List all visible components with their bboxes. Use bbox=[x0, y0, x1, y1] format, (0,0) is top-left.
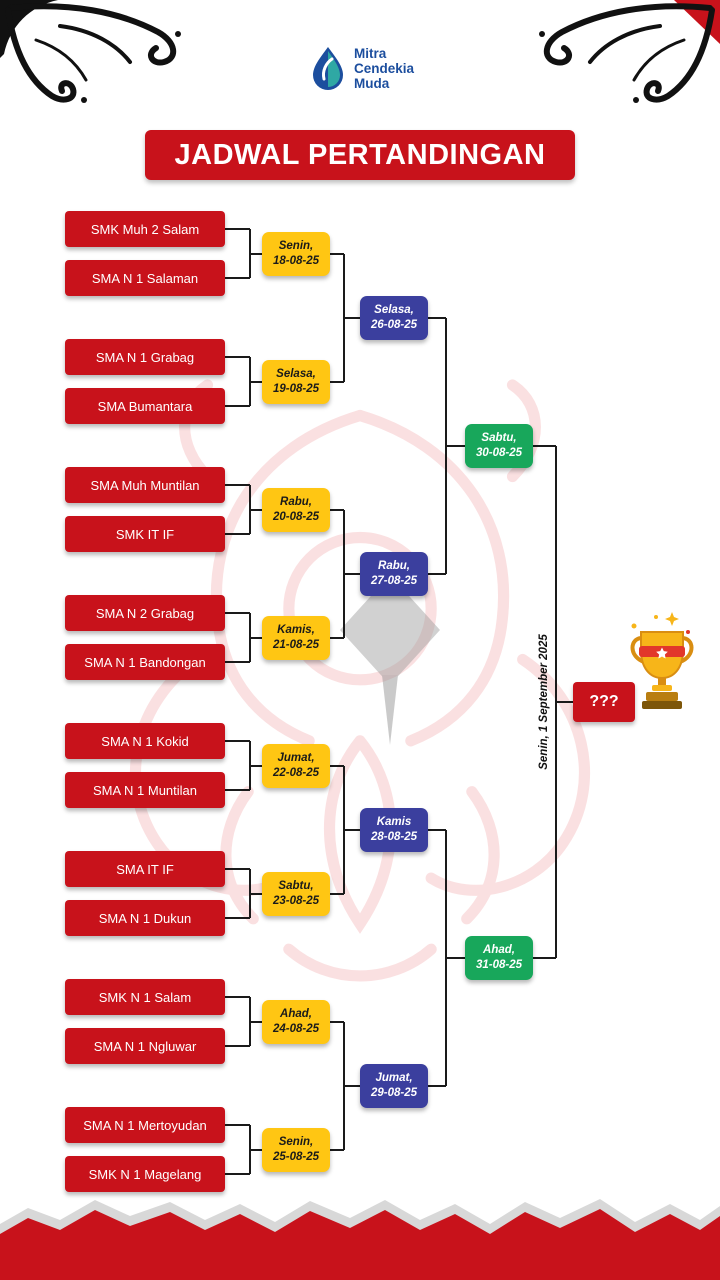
team-box: SMA Bumantara bbox=[65, 388, 225, 424]
gray-emblem-watermark bbox=[340, 575, 440, 745]
match-day: Rabu, bbox=[280, 496, 312, 508]
logo-line-3: Muda bbox=[354, 75, 390, 91]
trophy-icon bbox=[630, 612, 694, 709]
match-day: Kamis, bbox=[277, 624, 315, 636]
team-box: SMA N 1 Bandongan bbox=[65, 644, 225, 680]
team-box: SMK IT IF bbox=[65, 516, 225, 552]
team-box: SMA N 1 Dukun bbox=[65, 900, 225, 936]
semifinal-date-box: Ahad, 31-08-25 bbox=[465, 936, 533, 980]
round2-date-box: Kamis 28-08-25 bbox=[360, 808, 428, 852]
match-day: Jumat, bbox=[375, 1072, 413, 1084]
match-date: 29-08-25 bbox=[370, 1087, 418, 1099]
final-winner-box: ??? bbox=[573, 682, 635, 722]
title-banner: JADWAL PERTANDINGAN bbox=[145, 130, 575, 180]
logo-line-1: Mitra bbox=[354, 45, 387, 61]
semifinal-date-box: Sabtu, 30-08-25 bbox=[465, 424, 533, 468]
team-box: SMA N 1 Salaman bbox=[65, 260, 225, 296]
round2-date-box: Selasa, 26-08-25 bbox=[360, 296, 428, 340]
match-day: Selasa, bbox=[276, 368, 316, 380]
match-day: Ahad, bbox=[483, 944, 515, 956]
team-box: SMK N 1 Salam bbox=[65, 979, 225, 1015]
round2-date-box: Rabu, 27-08-25 bbox=[360, 552, 428, 596]
match-day: Sabtu, bbox=[278, 880, 314, 892]
final-winner-label: ??? bbox=[589, 693, 619, 710]
corner-flourish-right bbox=[539, 0, 720, 103]
match-day: Selasa, bbox=[374, 304, 414, 316]
match-date-box: Jumat, 22-08-25 bbox=[262, 744, 330, 788]
match-day: Senin, bbox=[278, 240, 314, 252]
match-date: 19-08-25 bbox=[272, 383, 320, 395]
match-date-box: Senin, 25-08-25 bbox=[262, 1128, 330, 1172]
match-date: 27-08-25 bbox=[370, 575, 418, 587]
match-day: Senin, bbox=[278, 1136, 314, 1148]
match-date-box: Selasa, 19-08-25 bbox=[262, 360, 330, 404]
match-day: Sabtu, bbox=[481, 432, 517, 444]
team-box: SMA N 1 Ngluwar bbox=[65, 1028, 225, 1064]
match-date: 18-08-25 bbox=[272, 255, 320, 267]
logo-drop-icon bbox=[313, 47, 343, 90]
logo: Mitra Cendekia Muda bbox=[310, 45, 414, 91]
match-date: 31-08-25 bbox=[475, 959, 523, 971]
match-date-box: Rabu, 20-08-25 bbox=[262, 488, 330, 532]
team-box: SMA Muh Muntilan bbox=[65, 467, 225, 503]
match-date: 21-08-25 bbox=[272, 639, 320, 651]
match-date: 23-08-25 bbox=[272, 895, 320, 907]
page-title: JADWAL PERTANDINGAN bbox=[174, 138, 546, 171]
final-date-label: Senin, 1 September 2025 bbox=[538, 634, 551, 770]
match-date: 20-08-25 bbox=[272, 511, 320, 523]
team-box: SMK N 1 Magelang bbox=[65, 1156, 225, 1192]
team-box: SMA N 1 Muntilan bbox=[65, 772, 225, 808]
team-box: SMA N 1 Mertoyudan bbox=[65, 1107, 225, 1143]
match-date-box: Ahad, 24-08-25 bbox=[262, 1000, 330, 1044]
team-box: SMK Muh 2 Salam bbox=[65, 211, 225, 247]
logo-text: Mitra Cendekia Muda bbox=[354, 46, 414, 91]
match-day: Ahad, bbox=[280, 1008, 312, 1020]
match-date: 28-08-25 bbox=[370, 831, 418, 843]
match-date: 25-08-25 bbox=[272, 1151, 320, 1163]
team-box: SMA N 1 Kokid bbox=[65, 723, 225, 759]
match-date: 30-08-25 bbox=[475, 447, 523, 459]
match-date: 26-08-25 bbox=[370, 319, 418, 331]
match-date-box: Kamis, 21-08-25 bbox=[262, 616, 330, 660]
team-box: SMA N 1 Grabag bbox=[65, 339, 225, 375]
match-date-box: Sabtu, 23-08-25 bbox=[262, 872, 330, 916]
team-box: SMA N 2 Grabag bbox=[65, 595, 225, 631]
match-day: Rabu, bbox=[378, 560, 410, 572]
logo-line-2: Cendekia bbox=[354, 60, 415, 76]
match-date: 24-08-25 bbox=[272, 1023, 320, 1035]
team-box: SMA IT IF bbox=[65, 851, 225, 887]
match-date-box: Senin, 18-08-25 bbox=[262, 232, 330, 276]
match-date: 22-08-25 bbox=[272, 767, 320, 779]
round2-date-box: Jumat, 29-08-25 bbox=[360, 1064, 428, 1108]
corner-flourish-left bbox=[0, 0, 181, 103]
match-day: Jumat, bbox=[277, 752, 315, 764]
torn-edge bbox=[0, 1199, 720, 1280]
match-day: Kamis bbox=[376, 816, 412, 828]
